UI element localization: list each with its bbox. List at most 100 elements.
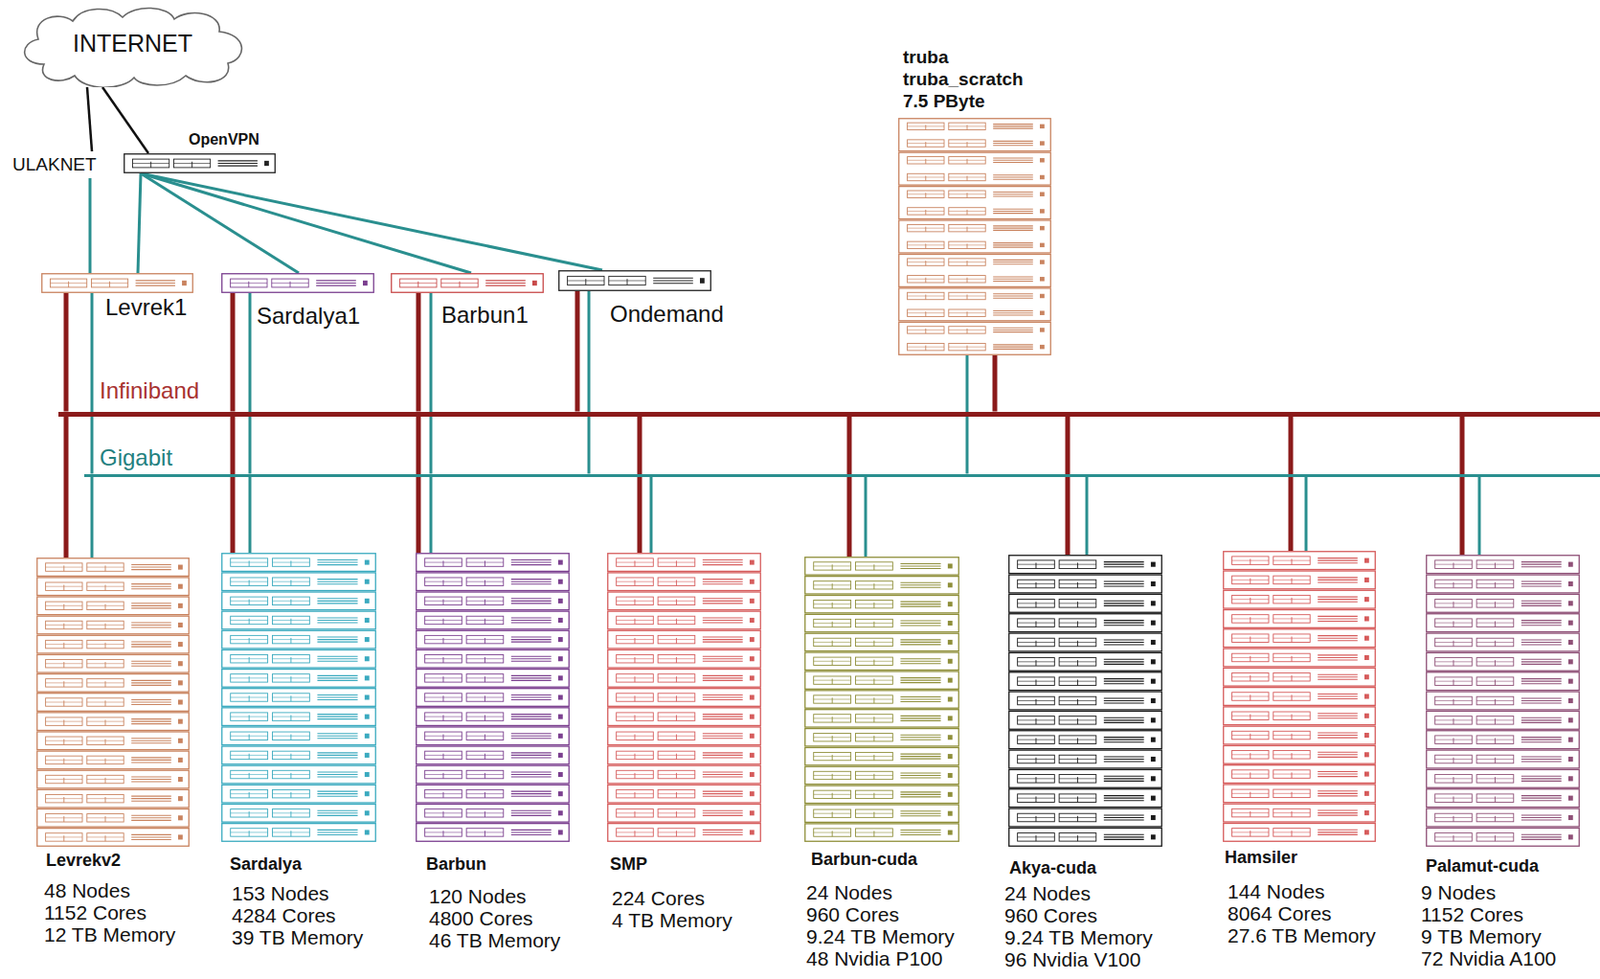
cluster-name: Sardalya xyxy=(229,854,302,875)
cluster-spec: 72 Nvidia A100 xyxy=(1420,946,1556,970)
cluster-name: Levrekv2 xyxy=(45,850,121,871)
cluster-rack: Palamut-cuda9 Nodes1152 Cores9 TB Memory… xyxy=(1425,554,1580,847)
cluster-rack: Barbun-cuda24 Nodes960 Cores9.24 TB Memo… xyxy=(804,556,960,842)
cluster-spec: 39 TB Memory xyxy=(231,925,363,948)
network-link xyxy=(650,476,654,554)
network-link xyxy=(102,87,149,154)
cluster-rack: Akya-cuda24 Nodes960 Cores9.24 TB Memory… xyxy=(1008,554,1163,847)
server-label: OpenVPN xyxy=(188,130,260,149)
cluster-spec: 24 Nodes xyxy=(806,880,893,903)
cluster-spec: 120 Nodes xyxy=(428,884,527,907)
network-link xyxy=(230,292,236,412)
network-link xyxy=(575,291,581,412)
network-link xyxy=(140,173,472,273)
network-link xyxy=(140,173,299,273)
cluster-spec: 4284 Cores xyxy=(231,903,337,926)
network-link xyxy=(1305,476,1308,552)
network-link xyxy=(87,87,92,152)
server-rack-graphic xyxy=(1008,554,1163,847)
network-link xyxy=(137,173,141,273)
server-rack-graphic xyxy=(1222,550,1376,842)
cluster-spec: 9 Nodes xyxy=(1420,880,1496,903)
network-link xyxy=(1085,476,1089,556)
cluster-spec: 4 TB Memory xyxy=(611,908,733,931)
network-link xyxy=(429,292,433,474)
network-link xyxy=(64,416,69,559)
network-link xyxy=(89,178,92,273)
network-link xyxy=(429,476,433,554)
cluster-spec: 144 Nodes xyxy=(1227,879,1326,902)
server-box: Ondemand xyxy=(558,270,712,292)
network-link xyxy=(248,292,252,474)
network-link xyxy=(864,476,868,558)
cluster-spec: 4800 Cores xyxy=(428,906,534,929)
network-label: ULAKNET xyxy=(12,154,97,176)
cluster-spec: 24 Nodes xyxy=(1004,881,1091,904)
cluster-name: SMP xyxy=(609,854,648,875)
server-rack-graphic xyxy=(415,552,570,842)
cluster-spec: 9 TB Memory xyxy=(1420,924,1542,947)
server-rack-graphic xyxy=(221,272,375,293)
internet-cloud: INTERNET xyxy=(15,4,250,88)
cluster-spec: 153 Nodes xyxy=(231,881,330,904)
server-label: Levrek1 xyxy=(105,293,187,321)
network-link xyxy=(847,416,853,558)
storage-label: 7.5 PByte xyxy=(902,90,986,113)
network-link xyxy=(637,416,643,554)
cluster-rack: Hamsiler144 Nodes8064 Cores27.6 TB Memor… xyxy=(1222,550,1376,842)
bus-label: Gigabit xyxy=(99,444,173,472)
network-link xyxy=(248,476,252,554)
network-link xyxy=(416,416,422,554)
server-rack-graphic xyxy=(221,552,377,842)
network-link xyxy=(90,476,94,559)
server-label: Sardalya1 xyxy=(256,302,361,330)
server-rack-graphic xyxy=(1425,554,1580,847)
network-link xyxy=(1460,416,1465,556)
cluster-spec: 96 Nvidia V100 xyxy=(1004,947,1141,970)
cluster-rack: Sardalya153 Nodes4284 Cores39 TB Memory xyxy=(221,552,377,842)
server-rack-graphic xyxy=(390,272,544,293)
server-rack-graphic xyxy=(898,117,1052,356)
server-rack-graphic xyxy=(607,552,762,842)
server-rack-graphic xyxy=(558,270,712,292)
cluster-rack: Barbun120 Nodes4800 Cores46 TB Memory xyxy=(415,552,570,842)
server-label: Barbun1 xyxy=(441,301,529,329)
cluster-rack: SMP224 Cores4 TB Memory xyxy=(607,552,762,842)
cluster-spec: 27.6 TB Memory xyxy=(1227,923,1376,947)
cluster-name: Barbun xyxy=(426,854,487,875)
cluster-name: Akya-cuda xyxy=(1009,857,1097,879)
network-link xyxy=(1065,416,1071,556)
cluster-spec: 48 Nvidia P100 xyxy=(806,946,943,970)
network-link xyxy=(416,292,422,412)
cluster-spec: 46 TB Memory xyxy=(428,928,561,951)
server-label: Ondemand xyxy=(609,300,724,328)
network-link xyxy=(587,291,591,474)
cluster-name: Palamut-cuda xyxy=(1425,856,1539,877)
cluster-spec: 960 Cores xyxy=(1004,903,1098,926)
network-link xyxy=(992,355,998,412)
cluster-spec: 1152 Cores xyxy=(1420,902,1524,925)
cluster-spec: 1152 Cores xyxy=(44,901,147,924)
cloud-label: INTERNET xyxy=(72,29,193,57)
storage-label: truba_scratch xyxy=(902,67,1024,91)
storage-label: truba xyxy=(902,45,949,68)
bus-label: Infiniband xyxy=(99,377,200,405)
server-rack-graphic xyxy=(123,153,276,174)
server-rack-graphic xyxy=(36,557,190,847)
network-link xyxy=(90,292,94,474)
server-box: OpenVPN xyxy=(123,153,276,174)
network-link xyxy=(64,292,69,412)
cluster-spec: 12 TB Memory xyxy=(44,923,176,946)
network-link xyxy=(140,173,603,271)
cluster-name: Hamsiler xyxy=(1224,847,1298,868)
server-rack-graphic xyxy=(41,272,194,293)
server-box: Levrek1 xyxy=(41,272,194,293)
network-link xyxy=(1478,476,1482,556)
server-rack-graphic xyxy=(804,556,960,842)
cluster-spec: 9.24 TB Memory xyxy=(1004,925,1153,948)
network-node: ULAKNET xyxy=(10,151,99,179)
cluster-name: Barbun-cuda xyxy=(811,849,918,870)
server-box: Sardalya1 xyxy=(221,272,375,293)
cluster-spec: 48 Nodes xyxy=(44,878,131,902)
